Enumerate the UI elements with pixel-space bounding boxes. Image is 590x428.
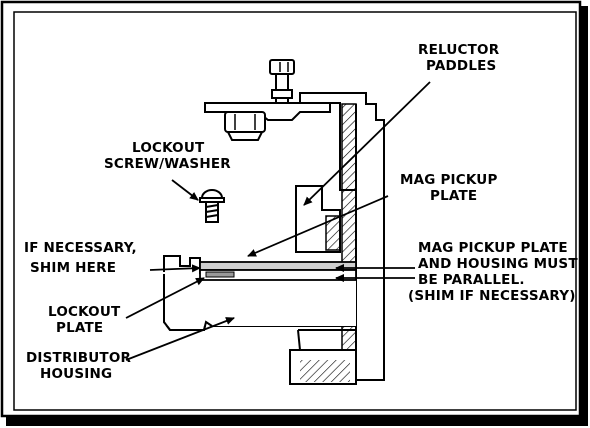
leader-lines <box>125 81 431 361</box>
label-reluctor-1: RELUCTOR <box>418 42 500 58</box>
shim <box>205 271 235 278</box>
label-parallel-1: MAG PICKUP PLATE <box>418 240 568 256</box>
rotor-nut-detail <box>234 62 289 130</box>
label-housing-2: HOUSING <box>40 366 112 382</box>
label-lockout-screw-2: SCREW/WASHER <box>104 156 231 172</box>
label-lockout-plate-1: LOCKOUT <box>48 304 121 320</box>
label-lockout-plate-2: PLATE <box>56 320 103 336</box>
label-parallel-3: BE PARALLEL. <box>418 272 525 288</box>
distributor-housing <box>163 255 357 385</box>
label-parallel-4: (SHIM IF NECESSARY) <box>408 288 576 304</box>
label-reluctor-2: PADDLES <box>426 58 496 74</box>
mag-pickup-plate <box>199 261 357 271</box>
label-shim-2: SHIM HERE <box>30 260 116 276</box>
label-parallel-2: AND HOUSING MUST <box>418 256 578 272</box>
inner-border <box>13 11 577 411</box>
label-housing-1: DISTRIBUTOR <box>26 350 132 366</box>
label-mag-pickup-2: PLATE <box>430 188 477 204</box>
lockout-screw-icon <box>199 189 225 223</box>
label-mag-pickup-1: MAG PICKUP <box>400 172 498 188</box>
label-lockout-screw-1: LOCKOUT <box>132 140 205 156</box>
label-shim-1: IF NECESSARY, <box>24 240 137 256</box>
reluctor-paddle <box>295 185 341 253</box>
housing-top-surface <box>199 269 357 281</box>
